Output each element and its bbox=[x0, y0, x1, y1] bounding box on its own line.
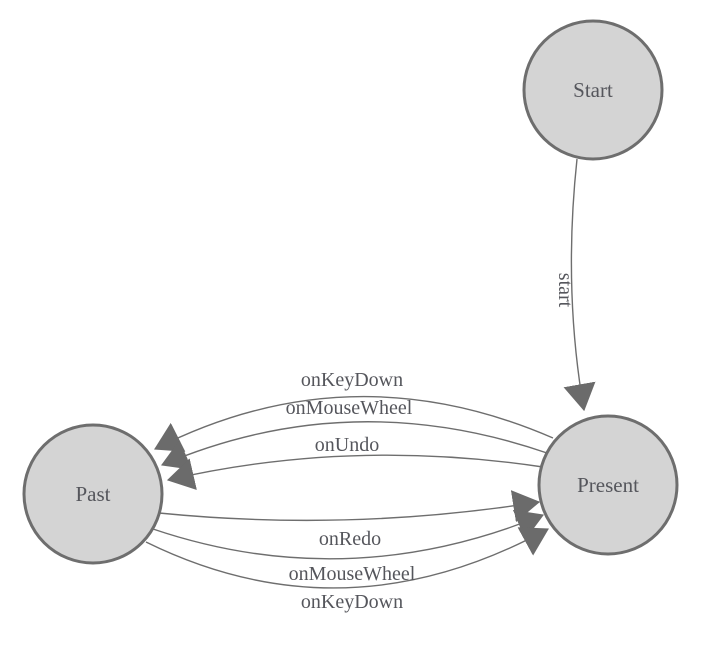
edge-label-start: start bbox=[554, 273, 576, 308]
edge-present-to-past-onkeydown bbox=[154, 395, 554, 452]
edge-label-onmousewheel-bottom: onMouseWheel bbox=[289, 563, 416, 585]
edge-past-to-present-onmousewheel bbox=[152, 509, 544, 560]
node-start-label: Start bbox=[573, 78, 613, 102]
edge-label-onkeydown-top: onKeyDown bbox=[301, 369, 403, 391]
edge-past-to-present-onredo bbox=[158, 490, 541, 523]
edge-present-to-past-onmousewheel bbox=[161, 421, 548, 470]
node-past bbox=[22, 423, 164, 565]
edge-label-onmousewheel-top: onMouseWheel bbox=[286, 397, 413, 419]
node-start bbox=[522, 19, 664, 161]
edge-label-onredo: onRedo bbox=[319, 528, 381, 550]
node-present-label: Present bbox=[577, 473, 639, 497]
node-present bbox=[537, 414, 679, 556]
edge-past-to-present-onkeydown bbox=[145, 527, 549, 589]
edge-label-onkeydown-bottom: onKeyDown bbox=[301, 591, 403, 613]
node-past-label: Past bbox=[75, 482, 110, 506]
edge-present-to-past-onundo bbox=[166, 454, 544, 490]
edge-label-onundo: onUndo bbox=[315, 434, 379, 456]
edge-start-to-present bbox=[563, 158, 596, 412]
